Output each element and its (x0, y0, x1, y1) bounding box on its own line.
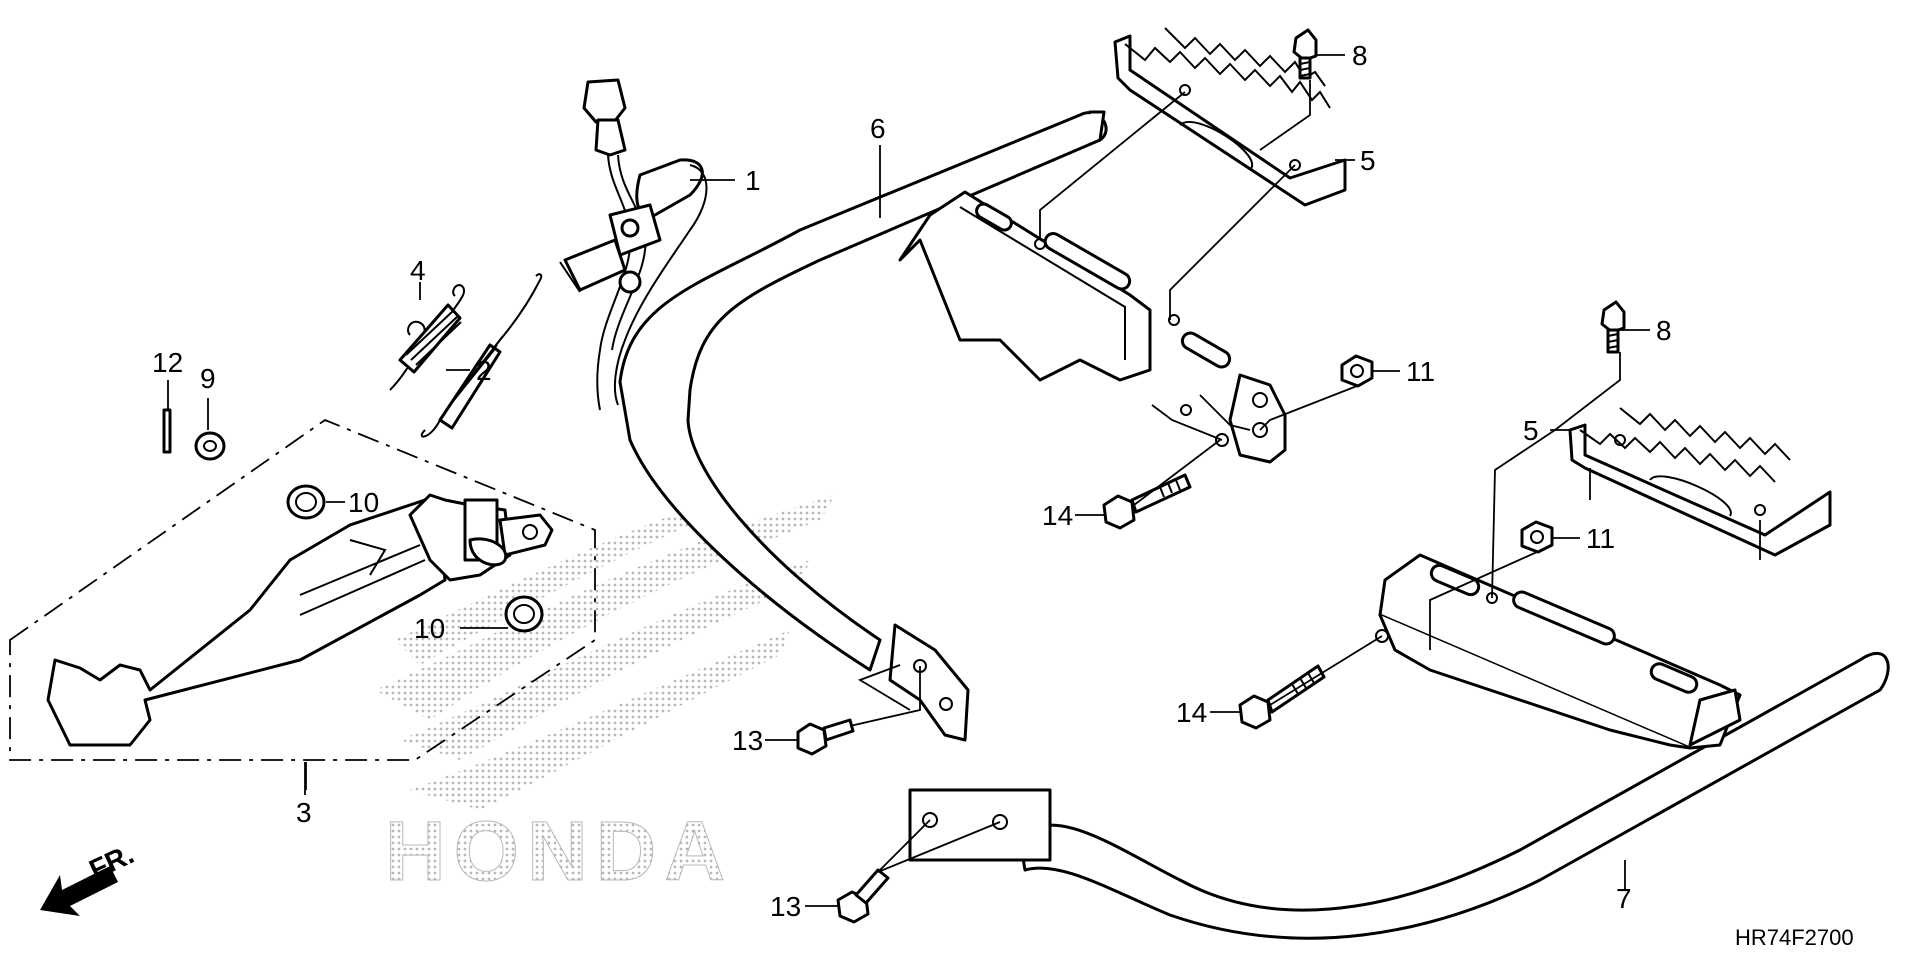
footpeg-lower (1568, 407, 1832, 557)
cotter-pin (162, 408, 172, 454)
step-bar-left (908, 553, 1890, 940)
callout-14a: 14 (1042, 500, 1073, 531)
nut-lower (1520, 520, 1554, 554)
callout-9: 9 (200, 363, 216, 394)
bushing-upper (286, 484, 326, 520)
callout-13a: 13 (732, 725, 763, 756)
callout-1: 1 (745, 165, 761, 196)
callout-5b: 5 (1523, 415, 1539, 446)
honda-watermark-text: HONDA (385, 804, 733, 898)
callout-10b: 10 (414, 613, 445, 644)
return-spring (389, 284, 466, 391)
callout-11b: 11 (1586, 523, 1615, 554)
bolt-upper (1292, 28, 1318, 80)
bushing-lower (504, 595, 544, 633)
callout-10a: 10 (348, 487, 379, 518)
callout-2: 2 (476, 355, 492, 386)
front-direction-arrow: FR. (40, 838, 138, 916)
brake-switch-harness (559, 78, 708, 411)
callout-13b: 13 (770, 891, 801, 922)
brake-spring (420, 273, 543, 438)
callout-7: 7 (1616, 883, 1632, 914)
long-bolt-upper (1102, 473, 1192, 530)
brake-pedal (46, 493, 554, 747)
callout-leaders (167, 54, 1650, 907)
callout-labels: 1 2 3 4 5 5 6 7 8 8 9 10 10 11 11 12 13 … (152, 40, 1672, 922)
callout-8b: 8 (1656, 315, 1672, 346)
callout-8a: 8 (1352, 40, 1368, 71)
brake-pedal-assembly-outline (9, 418, 596, 795)
bolt-lower (1600, 300, 1626, 354)
callout-6: 6 (870, 113, 886, 144)
short-bolt-lower (836, 868, 890, 924)
callout-12: 12 (152, 347, 183, 378)
callout-3: 3 (296, 797, 312, 828)
callout-14b: 14 (1176, 697, 1207, 728)
short-bolt-upper (796, 718, 855, 756)
diagram-code: HR74F2700 (1735, 925, 1854, 950)
callout-11a: 11 (1406, 356, 1435, 387)
callout-4: 4 (410, 255, 426, 286)
callout-5a: 5 (1360, 145, 1376, 176)
step-bar-right (618, 110, 1287, 742)
alignment-lines (849, 80, 1761, 873)
nut-upper (1340, 354, 1374, 388)
washer (194, 431, 226, 461)
footpeg-upper (1113, 27, 1347, 207)
